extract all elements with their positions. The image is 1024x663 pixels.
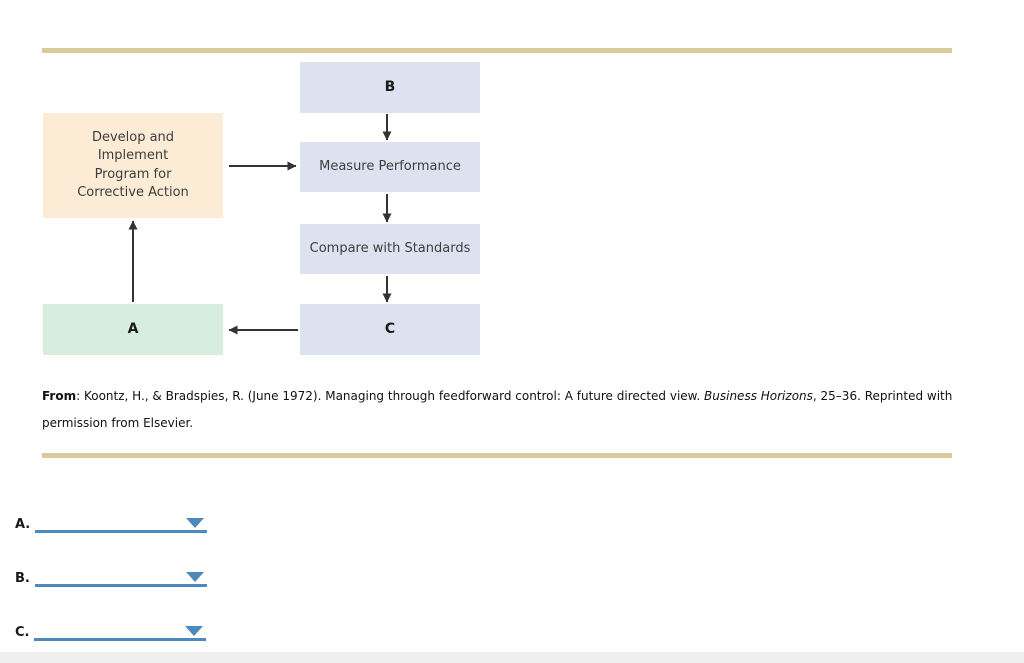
diagram-box-b-label: B	[384, 79, 396, 96]
chevron-down-icon	[185, 626, 204, 636]
footer-band	[0, 652, 1024, 663]
question-row-b: B.	[15, 566, 207, 587]
diagram-box-a-label: A	[127, 321, 139, 338]
diagram-box-compare-label: Compare with Standards	[309, 240, 471, 256]
question-row-c: C.	[15, 620, 207, 641]
question-b-dropdown[interactable]	[34, 566, 207, 587]
question-c-label: C.	[15, 625, 30, 640]
top-separator	[42, 48, 952, 53]
diagram-box-compare-standards: Compare with Standards	[300, 224, 480, 274]
diagram-box-a: A	[43, 304, 223, 355]
citation-journal: Business Horizons	[704, 389, 813, 403]
question-a-dropdown[interactable]	[35, 512, 208, 533]
citation-line-2: permission from Elsevier.	[42, 416, 194, 430]
diagram-box-develop-label: Develop and Implement Program for Correc…	[77, 129, 189, 201]
chevron-down-icon	[185, 572, 204, 582]
diagram-box-c-label: C	[384, 321, 396, 338]
diagram-box-develop: Develop and Implement Program for Correc…	[43, 113, 223, 218]
bottom-separator	[42, 453, 952, 458]
question-c-dropdown[interactable]	[34, 620, 207, 641]
question-a-label: A.	[15, 517, 31, 532]
diagram-box-b: B	[300, 62, 480, 113]
citation-line-1: From: Koontz, H., & Bradspies, R. (June …	[42, 389, 952, 403]
diagram-box-c: C	[300, 304, 480, 355]
chevron-down-icon	[186, 518, 205, 528]
question-b-label: B.	[15, 571, 30, 586]
citation-from-label: From	[42, 389, 77, 403]
diagram-box-measure-label: Measure Performance	[319, 158, 461, 174]
citation-tail: , 25–36. Reprinted with	[812, 389, 953, 403]
citation-text: : Koontz, H., & Bradspies, R. (June 1972…	[76, 389, 705, 403]
question-row-a: A.	[15, 512, 208, 533]
diagram-box-measure-performance: Measure Performance	[300, 142, 480, 192]
